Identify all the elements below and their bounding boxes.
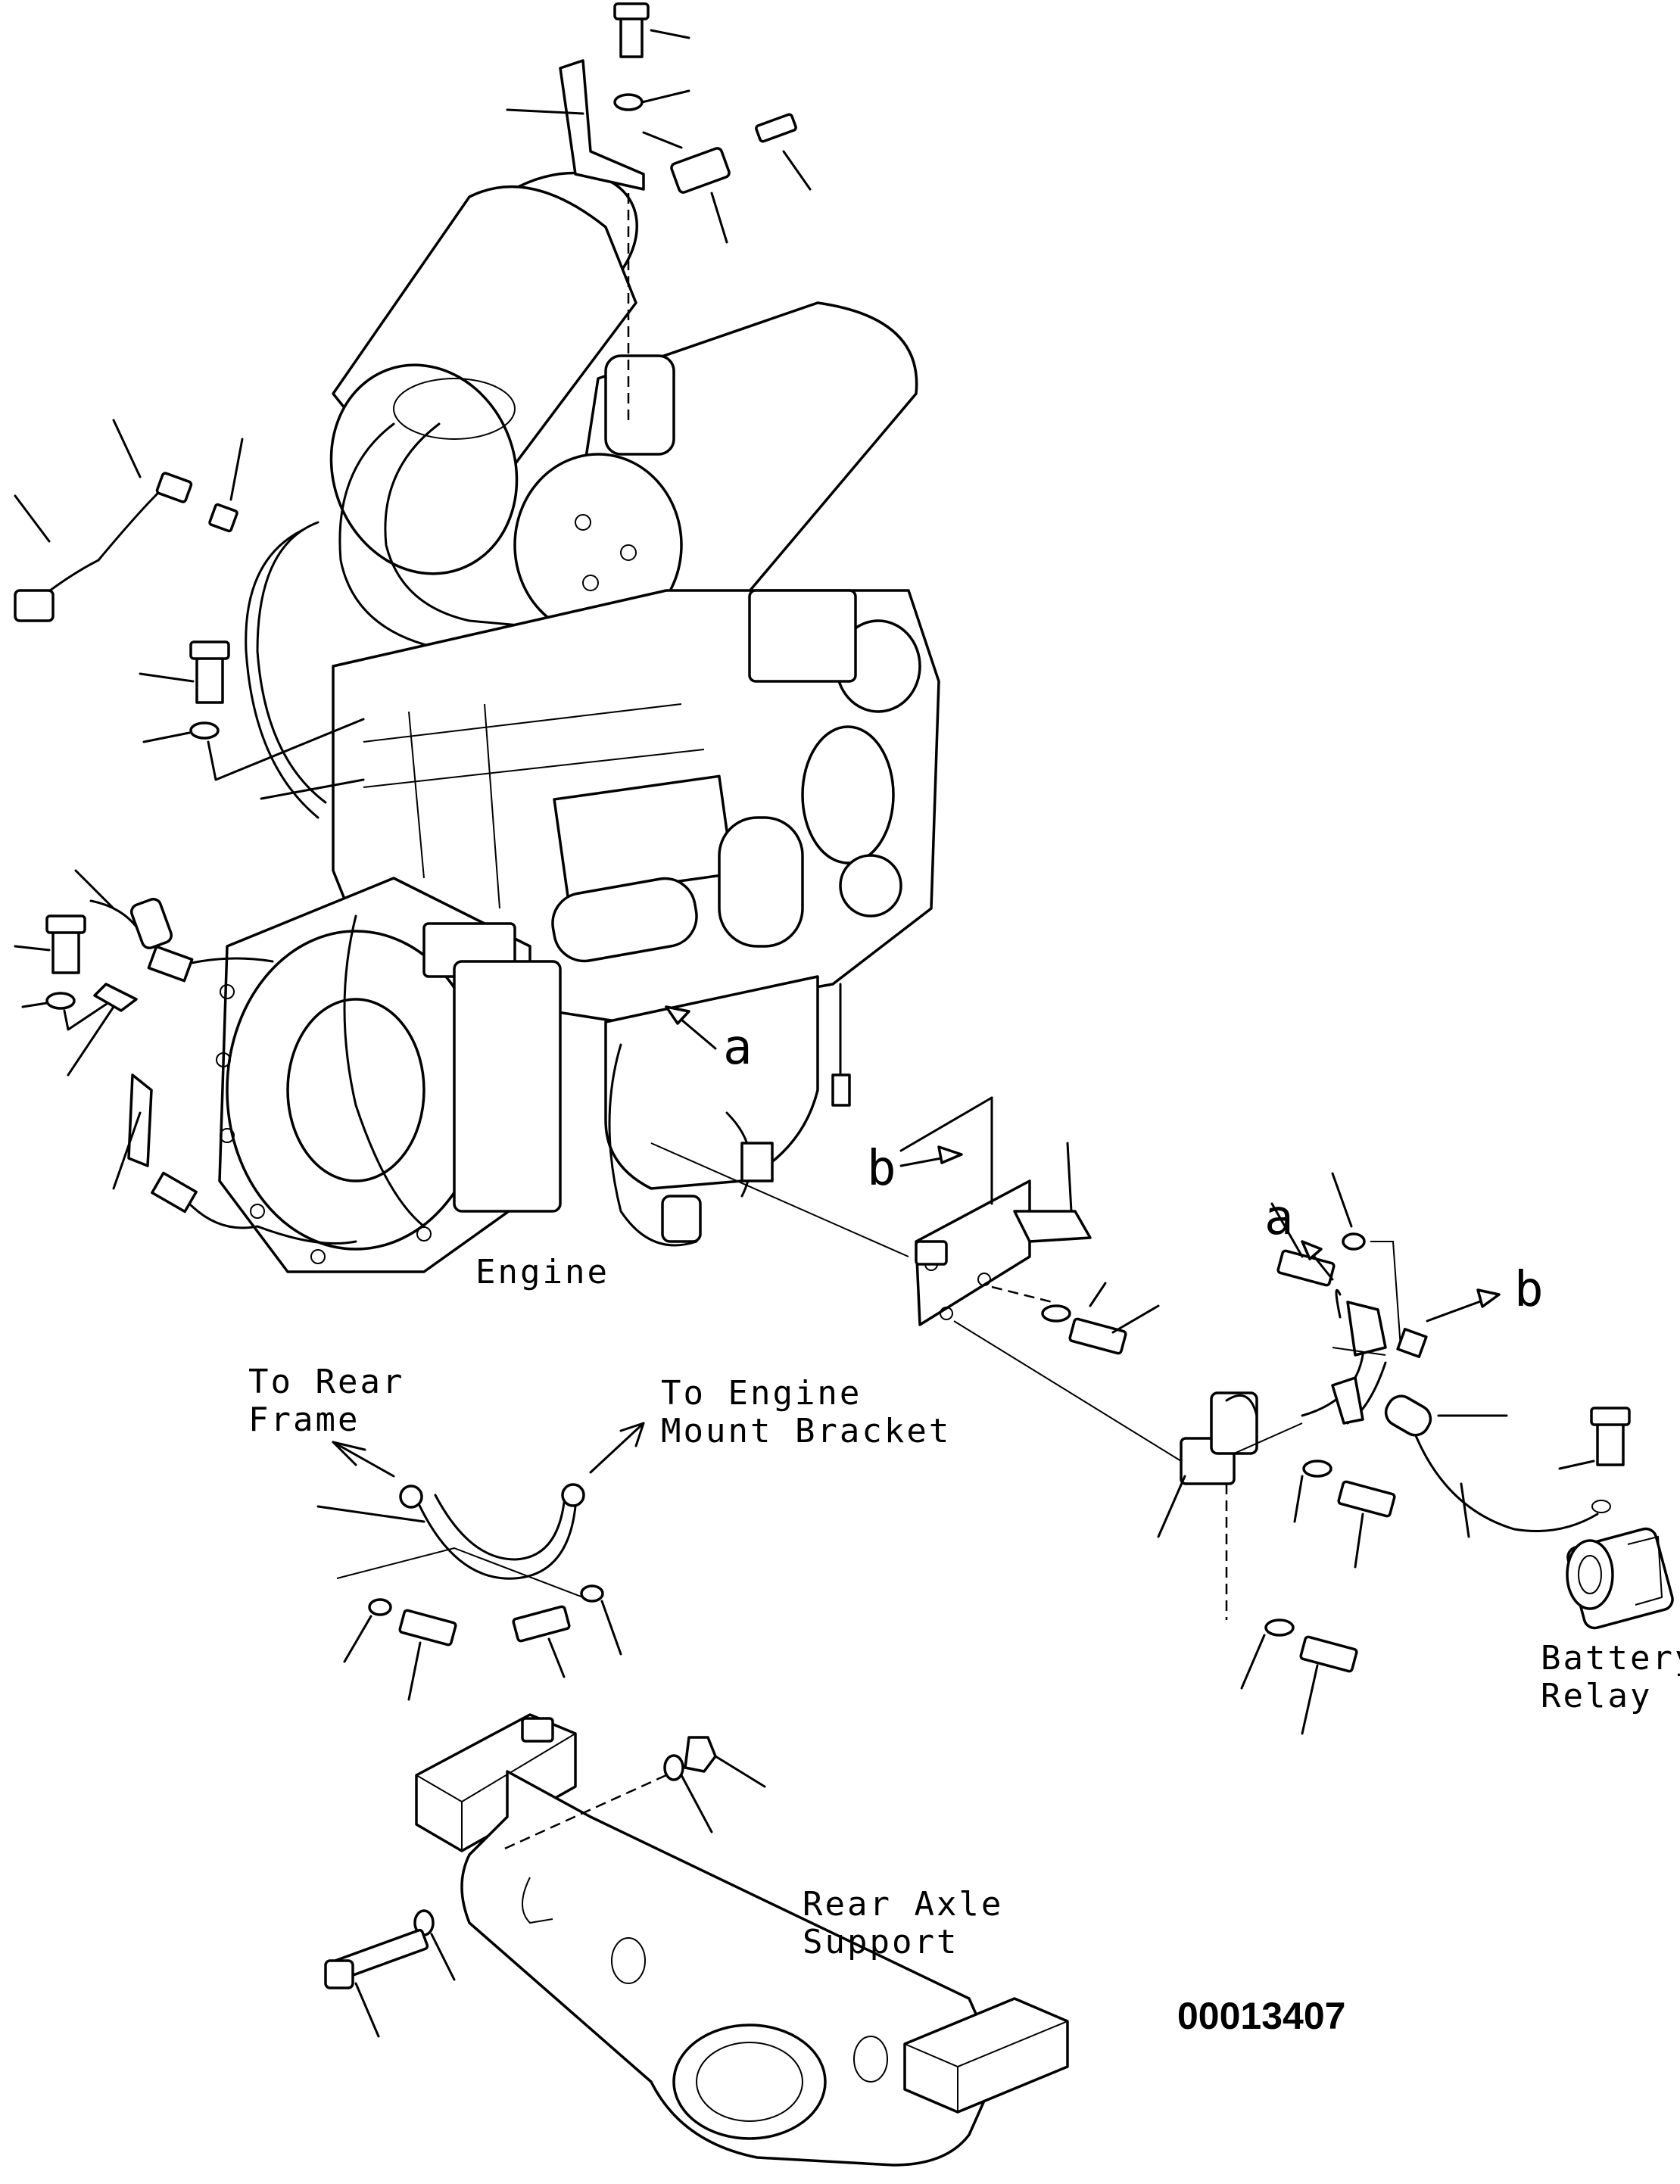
washer-left-2 [45,992,76,1010]
rear-axle-support [324,1713,1069,2167]
washer-top [613,93,644,111]
temp-sensor [155,472,193,503]
flywheel-housing [216,877,562,1273]
ref-b-relay: b [1514,1262,1544,1318]
clip-left [127,1073,153,1167]
to-rear-frame-label-line1: To Rear [248,1363,404,1401]
washer-relay-1 [1302,1460,1332,1478]
battery-relay-label-line1: Battery [1541,1639,1680,1678]
rear-axle-support-label-line2: Support [803,1923,958,1961]
left-sensor-parts [14,419,365,800]
bolt-relay-1 [1337,1480,1396,1518]
washer-upper-right [1342,1232,1366,1251]
to-rear-frame-label-line2: Frame [248,1400,360,1439]
to-engine-mount-label-line2: Mount Bracket [661,1412,951,1450]
relay-parts [1157,1172,1674,1735]
washer-left-1 [189,721,220,740]
washer-ground-1 [368,1598,392,1616]
ground-cable-parts [316,1422,645,1701]
left-ground-parts [14,869,173,1190]
washer-mid [1041,1304,1071,1323]
engine-block [332,589,940,1190]
middle-bracket-parts [650,1096,1182,1462]
sensor-connector-left [14,589,55,622]
ref-a-relay: a [1264,1190,1294,1246]
connector-top [670,147,731,194]
muffler [513,301,918,637]
bracket-clip-mid [1013,1210,1092,1243]
ref-b-bracket: b [867,1141,896,1197]
clamp-left [93,983,138,1012]
reference-arrows [665,1005,1501,1323]
lug-rear-frame [399,1485,423,1509]
engine-assembly [147,171,940,1273]
bolt-ground-1 [398,1609,457,1647]
relay-clamp [1346,1301,1387,1357]
sensor-bracket [559,59,645,191]
rear-axle-support-label-line1: Rear Axle [803,1885,1003,1924]
fuse-top [755,113,797,143]
lug-engine-mount [561,1483,585,1507]
bolt-relay-2 [1299,1635,1358,1673]
battery-relay-label-line2: Relay [1541,1677,1652,1715]
engine-label: Engine [475,1253,609,1291]
ref-a-engine: a [723,1020,753,1076]
washer-relay-2 [1264,1619,1295,1637]
drawing-number: 00013407 [1177,1995,1345,2037]
engine-harness [147,521,851,1247]
relay-boot [1384,1394,1432,1437]
washer-ground-2 [580,1584,604,1603]
nut-axle [684,1736,717,1773]
washer-axle-1 [663,1754,684,1781]
bolt-mid [1068,1317,1127,1355]
top-bracket-parts [506,2,812,424]
plug-sensor [208,503,238,533]
bolt-upper-right [1276,1249,1336,1287]
callout-labels: Engine To Rear Frame To Engine Mount Bra… [248,1020,1680,2037]
bolt-ground-2 [512,1605,571,1643]
to-engine-mount-label-line1: To Engine [661,1374,862,1413]
battery-relay [1566,1527,1674,1630]
